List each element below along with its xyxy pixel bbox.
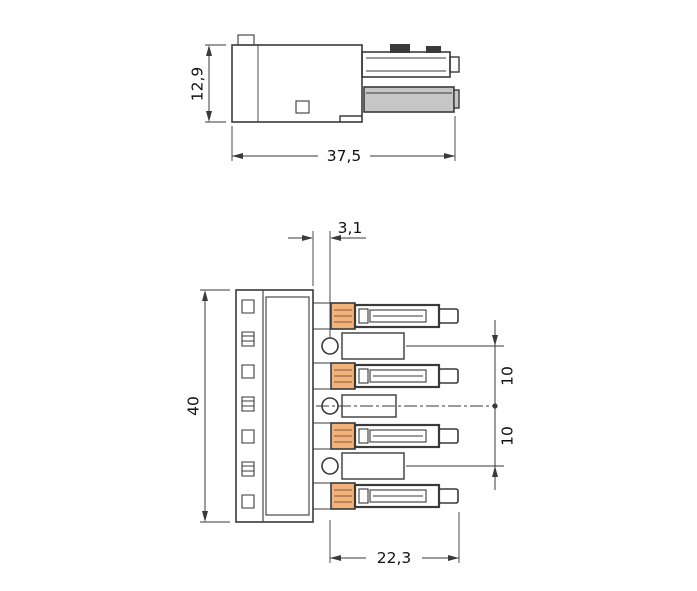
housing-outline [235,289,314,523]
upper-pin-tab-right [426,46,441,53]
dim-label-pitch-upper: 10 [498,366,516,386]
extension-lines [312,231,331,338]
dimension-height-12-9: 12,9 [188,44,226,123]
dimension-offset-3-1: 3,1 [288,219,366,338]
upper-pin-inner-lines [366,57,446,72]
terminal-clamp-hatch [334,489,352,503]
pin-detail-left [358,368,369,384]
chain-dimension-dot [492,403,498,409]
pin-tip [438,488,459,504]
spacer-block-lower [341,452,405,480]
dim-label-offset: 3,1 [338,219,363,237]
pole-link-lines [313,362,331,390]
pole-4 [313,482,459,510]
dim-label-height: 40 [184,396,202,416]
terminal-clamp-hatch [334,309,352,323]
dimension-width-37-5: 37,5 [231,116,456,165]
pin-detail-inner [369,369,427,383]
terminal-clamp-hatch [334,369,352,383]
pin-detail-left [358,308,369,324]
pin-tip [438,428,459,444]
housing-inner-face [265,296,310,516]
lower-pin-tip [453,89,460,109]
label-backing [366,549,422,566]
latch-tab [237,34,255,46]
upper-pin-outline [361,51,451,78]
side-view [231,34,460,123]
dim-label-width: 22,3 [377,549,412,567]
pole-link-lines [313,482,331,510]
gap-features [316,332,497,480]
extension-lines [329,512,460,563]
dim-label-width: 37,5 [327,147,362,165]
terminal-clamp-hatch [334,429,352,443]
dim-label-pitch-lower: 10 [498,426,516,446]
pin-detail-left [358,488,369,504]
dimension-width-22-3: 22,3 [329,512,460,567]
pole-3 [313,422,459,450]
label-backing [318,147,370,164]
pin-tip [438,308,459,324]
latch-mark-squares [241,299,255,509]
pin-detail-left [358,428,369,444]
extension-lines [231,116,456,161]
arrowheads [302,235,341,241]
upper-pin-tab-left [390,44,410,53]
latch-mark-slot-stripes [242,335,254,472]
pole-2 [313,362,459,390]
dimension-height-40: 40 [184,289,230,523]
spacer-block-upper [341,332,405,360]
pin-detail-inner [369,489,427,503]
extension-lines [406,345,504,467]
latch-mark-slots [241,331,255,477]
upper-pin [361,44,460,78]
pole-1 [313,302,459,330]
pin-detail-inner [369,309,427,323]
test-port-circle-2 [321,397,339,415]
side-view-dimensions: 12,9 37,5 [188,44,456,165]
extension-lines [205,44,226,123]
front-view [235,289,497,523]
lower-pin-body [363,86,455,113]
test-port-circle-1 [321,337,339,355]
lower-pin [363,86,460,113]
dim-label-height: 12,9 [188,67,206,102]
upper-pin-tip [449,56,460,73]
connector-body-outline [231,44,363,123]
dimension-pitch-10-10: 10 10 [406,320,516,490]
pole-link-lines [313,302,331,330]
pole-link-lines [313,422,331,450]
latch-marks [241,299,255,509]
test-port-circle-3 [321,457,339,475]
front-view-dimensions: 3,1 40 10 10 22,3 [184,219,516,567]
body-bottom-step [339,115,362,122]
pin-tip [438,368,459,384]
body-hook-detail [295,100,310,114]
pin-detail-inner [369,429,427,443]
